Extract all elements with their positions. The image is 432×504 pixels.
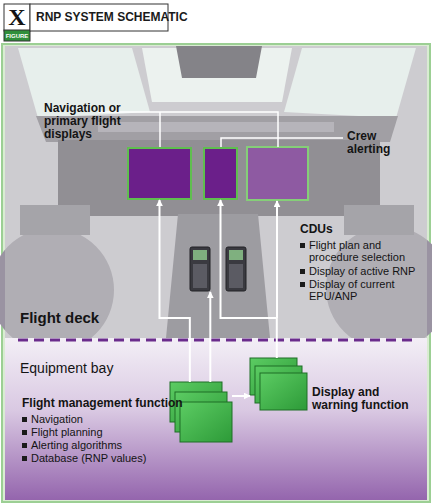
bullet-square xyxy=(22,430,27,435)
node-heading: Display and warning function xyxy=(312,386,422,412)
cockpit-backdrop xyxy=(5,46,427,338)
equipment-bay-band xyxy=(5,338,427,500)
node-heading: Navigation or primary flight displays xyxy=(44,102,139,141)
display-screen: Navigation or primary flight displays xyxy=(127,147,192,200)
cdu-screen xyxy=(193,250,207,260)
bullet-square xyxy=(22,456,27,461)
module-box xyxy=(180,402,232,442)
signal-arrow xyxy=(160,200,190,382)
node-item: Display of current EPU/ANP xyxy=(309,278,424,302)
cdu-body xyxy=(226,247,246,291)
bullet-square xyxy=(300,269,305,274)
figure-title: RNP SYSTEM SCHEMATIC xyxy=(36,10,188,24)
bullet-square xyxy=(300,282,305,287)
outer-frame xyxy=(2,44,430,502)
feed-line xyxy=(276,201,278,318)
signal-arrow xyxy=(232,395,250,397)
figure-strip xyxy=(4,30,30,41)
zone-label: Equipment bay xyxy=(20,360,170,376)
node-item: Display of active RNP xyxy=(309,265,424,277)
divider-line xyxy=(18,339,418,342)
leader-line xyxy=(98,112,278,147)
figure-tag: FIGURE xyxy=(4,32,30,40)
node-heading: Flight management function xyxy=(22,397,192,410)
module-stack xyxy=(170,358,307,442)
photo-wash xyxy=(5,46,427,338)
cdu-screen xyxy=(229,250,243,260)
cdu-keypad xyxy=(229,264,243,288)
node-heading: CDUs xyxy=(300,223,420,236)
function-module: Flight management functionNavigationFlig… xyxy=(170,382,232,444)
display-screen: Crew alerting xyxy=(203,147,238,200)
figure-letter-box xyxy=(4,4,30,31)
node-heading: Crew alerting xyxy=(347,130,409,156)
function-module: Display and warning function xyxy=(250,358,307,410)
cdu-devices xyxy=(190,247,246,291)
signal-arrow xyxy=(221,200,277,358)
node-item: Flight planning xyxy=(31,426,171,438)
figure-letter: X xyxy=(4,4,30,30)
zone-label: Flight deck xyxy=(20,309,150,326)
cdu-unit: CDUsFlight plan and procedure selectionD… xyxy=(188,245,248,292)
module-box xyxy=(260,373,307,410)
signal-arrow xyxy=(209,292,211,382)
bullet-square xyxy=(22,417,27,422)
cdu-body xyxy=(190,247,210,291)
cockpit-illustration xyxy=(0,46,432,352)
leader-line xyxy=(221,138,343,147)
node-item: Database (RNP values) xyxy=(31,452,171,464)
bullet-square xyxy=(300,243,305,248)
node-item: Alerting algorithms xyxy=(31,439,171,451)
node-item: Flight plan and procedure selection xyxy=(309,239,424,263)
node-item: Navigation xyxy=(31,413,171,425)
bullet-square xyxy=(22,443,27,448)
cdu-keypad xyxy=(193,264,207,288)
